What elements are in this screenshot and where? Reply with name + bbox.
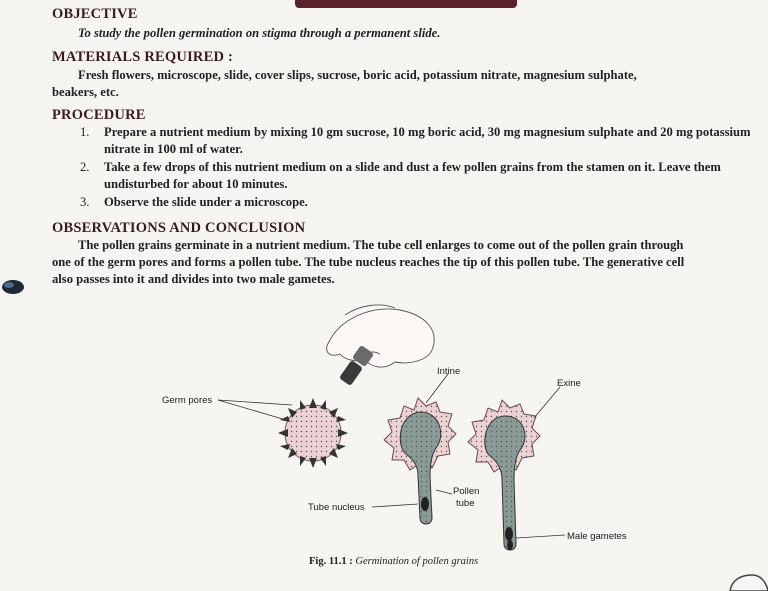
label-intine: Intine: [437, 366, 461, 377]
procedure-heading: PROCEDURE: [52, 107, 146, 123]
page-number-badge: [729, 574, 768, 591]
procedure-step: 3. Observe the slide under a microscope.: [74, 194, 754, 211]
materials-heading: MATERIALS REQUIRED :: [52, 49, 233, 65]
procedure-step: 2. Take a few drops of this nutrient med…: [74, 159, 754, 193]
label-pollen: Pollen: [453, 486, 480, 497]
label-exine: Exine: [557, 378, 581, 389]
step-text: Take a few drops of this nutrient medium…: [104, 160, 721, 191]
pollen-grain-germinated: [467, 399, 541, 551]
observations-line-3: also passes into it and divides into two…: [52, 272, 335, 286]
hand-illustration: [326, 304, 435, 368]
objective-heading: OBJECTIVE: [52, 6, 138, 22]
step-text: Observe the slide under a microscope.: [104, 195, 308, 209]
step-number: 3.: [80, 195, 90, 209]
materials-line-1: Fresh flowers, microscope, slide, cover …: [78, 68, 637, 82]
pollen-grain-germinating: [383, 397, 457, 525]
procedure-steps: 1. Prepare a nutrient medium by mixing 1…: [74, 124, 754, 212]
materials-line-2: beakers, etc.: [52, 85, 119, 99]
figure-caption: Fig. 11.1 : Germination of pollen grains: [309, 556, 478, 567]
label-leaders: [217, 373, 566, 539]
objective-text: To study the pollen germination on stigm…: [78, 26, 441, 40]
step-number: 1.: [80, 125, 90, 139]
observations-heading: OBSERVATIONS AND CONCLUSION: [52, 220, 306, 236]
pollen-figure: [217, 304, 566, 551]
dropper-icon: [340, 346, 373, 385]
label-germ-pores: Germ pores: [162, 395, 213, 406]
step-number: 2.: [80, 160, 90, 174]
observations-line-2: one of the germ pores and forms a pollen…: [52, 255, 685, 269]
figure-title: Germination of pollen grains: [355, 556, 479, 567]
label-tube-nucleus: Tube nucleus: [308, 502, 365, 513]
label-tube: tube: [456, 498, 475, 509]
observations-line-1: The pollen grains germinate in a nutrien…: [78, 238, 684, 252]
experiment-banner: [295, 0, 517, 8]
pollen-grain-spiky: [278, 398, 348, 468]
step-text: Prepare a nutrient medium by mixing 10 g…: [104, 125, 751, 156]
figure-number: Fig. 11.1 :: [309, 556, 353, 567]
procedure-step: 1. Prepare a nutrient medium by mixing 1…: [74, 124, 754, 158]
beetle-icon: [2, 280, 24, 294]
label-male-gametes: Male gametes: [567, 531, 627, 542]
